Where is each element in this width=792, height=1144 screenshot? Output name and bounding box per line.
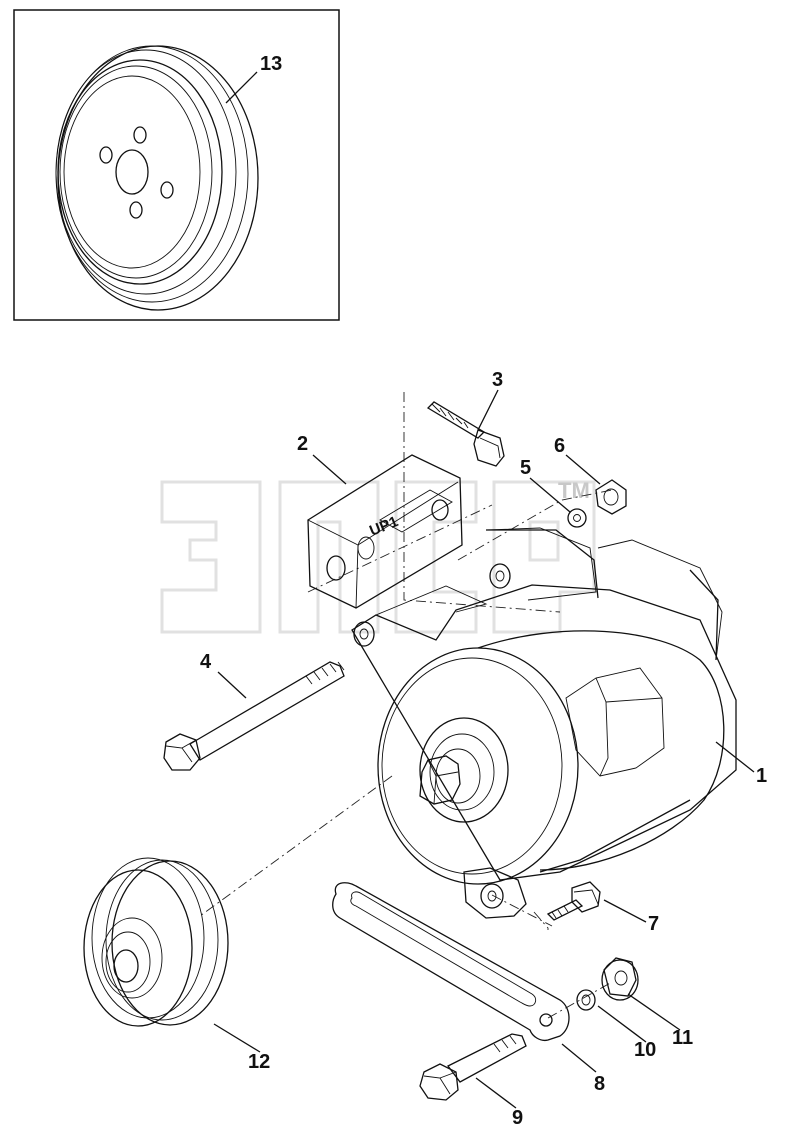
- watermark-logo: TM: [160, 478, 596, 634]
- long-bolt-4: [163, 661, 345, 771]
- mounting-bracket-2: UP1: [307, 454, 463, 609]
- callout-1: 1: [756, 765, 767, 787]
- callouts: 3 2 5 6 4 1 7 8 9 10 11 12: [200, 369, 767, 1129]
- leader-lines: [213, 389, 755, 1109]
- callout-6: 6: [554, 435, 565, 457]
- washer-5: [567, 508, 587, 528]
- lower-bolt-7: [546, 881, 601, 921]
- nut-6: [595, 479, 627, 515]
- strap-bolt-9: [419, 1033, 527, 1101]
- callout-7: 7: [648, 913, 659, 935]
- flange-nut-11: [601, 957, 639, 1001]
- alternator-1: [351, 527, 737, 919]
- watermark-tm: TM: [558, 478, 590, 503]
- callout-11: 11: [672, 1027, 693, 1049]
- callout-5: 5: [520, 457, 531, 479]
- callout-10: 10: [634, 1039, 656, 1061]
- adjusting-strap-8: [332, 882, 570, 1042]
- crankshaft-pulley-13: [55, 45, 259, 311]
- upper-bolt-3: [426, 401, 505, 467]
- callout-4: 4: [200, 651, 212, 673]
- callout-2: 2: [297, 433, 308, 455]
- alternator-pulley-12: [83, 857, 229, 1027]
- callout-8: 8: [594, 1073, 605, 1095]
- callout-13: 13: [260, 53, 282, 75]
- inset-panel: 13: [13, 9, 340, 321]
- callout-3: 3: [492, 369, 503, 391]
- callout-12: 12: [248, 1051, 270, 1073]
- washer-10: [576, 989, 596, 1011]
- callout-9: 9: [512, 1107, 523, 1129]
